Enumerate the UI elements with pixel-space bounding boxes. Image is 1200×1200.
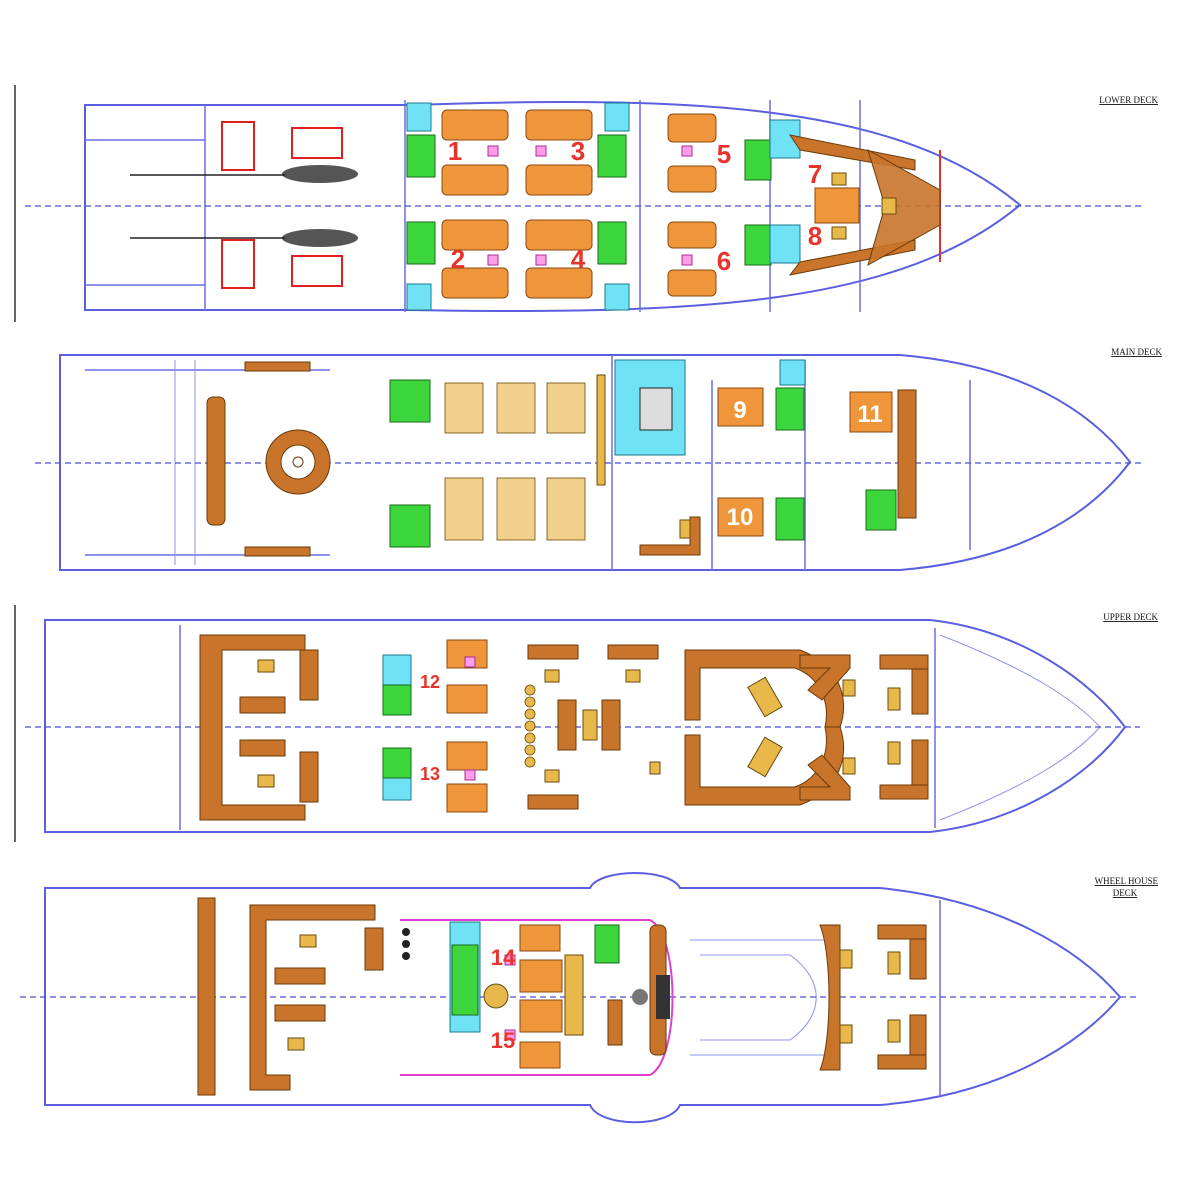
lower-deck: 1 2 3 4 5 6 7 8 LOWER DECK: [14, 85, 1158, 322]
cabin-number-12: 12: [420, 672, 440, 692]
deck-label-upper: UPPER DECK: [1103, 612, 1158, 622]
cabin-number-9: 9: [733, 397, 746, 424]
main-deck: 9 10 11 MAIN DECK: [35, 347, 1162, 571]
deck-label-main: MAIN DECK: [1111, 347, 1162, 357]
cabin-number-14: 14: [491, 945, 516, 970]
deck-label-lower: LOWER DECK: [1099, 95, 1158, 105]
cabin-number-13: 13: [420, 764, 440, 784]
cabin-number-5: 5: [717, 139, 731, 169]
cabin-number-6: 6: [717, 246, 731, 276]
cabin-number-10: 10: [727, 504, 754, 531]
cabin-number-4: 4: [571, 244, 586, 274]
cabin-number-2: 2: [451, 244, 465, 274]
cabin-number-1: 1: [448, 136, 462, 166]
deck-label-wheel-house-line2: DECK: [1113, 888, 1138, 898]
cabin-number-15: 15: [491, 1028, 515, 1053]
cabin-number-7: 7: [808, 159, 822, 189]
deck-label-wheel-house: WHEEL HOUSE: [1095, 876, 1159, 886]
cabin-number-3: 3: [571, 136, 585, 166]
wheel-house-deck: 14 15 WHEEL HOUSE DECK: [20, 872, 1159, 1124]
cabin-number-8: 8: [808, 221, 822, 251]
upper-deck: 12 13 UPPER DECK: [14, 605, 1158, 842]
cabin-number-11: 11: [857, 401, 882, 428]
